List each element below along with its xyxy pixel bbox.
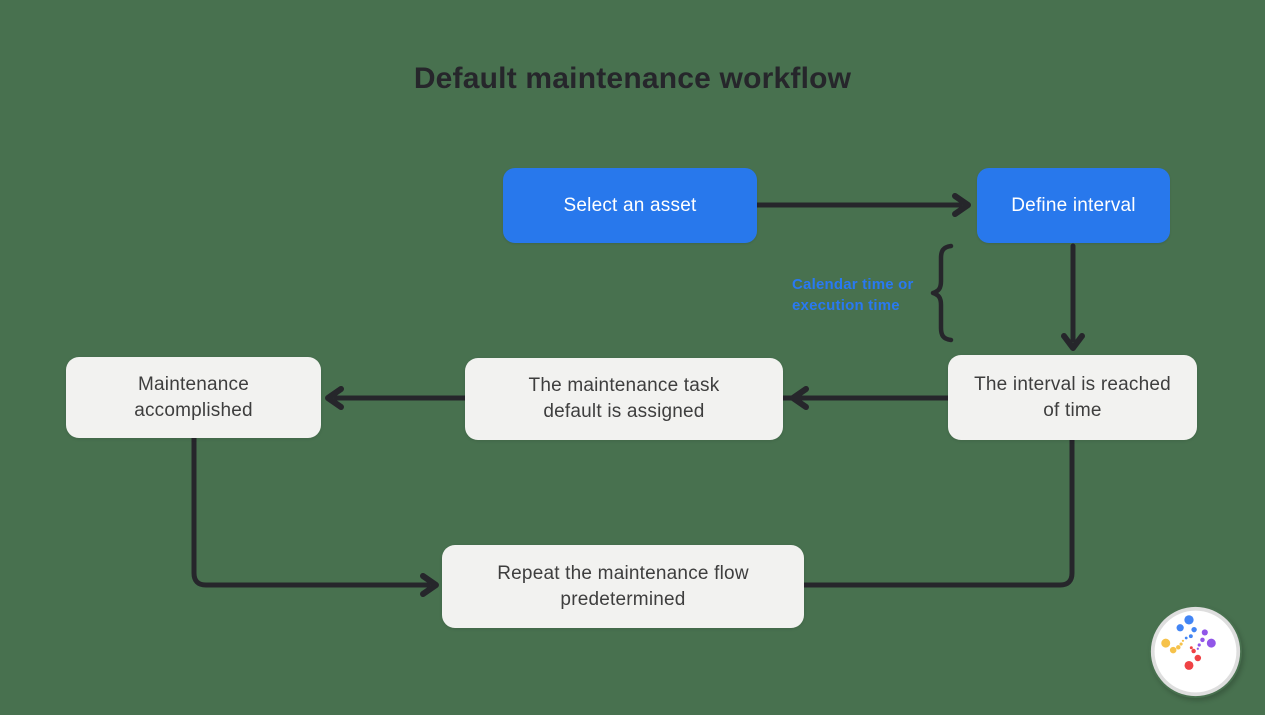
- node-select-asset: Select an asset: [503, 168, 757, 243]
- line-interval-to-repeat: [801, 437, 1075, 588]
- logo-yellow-dots: [1161, 638, 1185, 654]
- arrowhead-left-icon: [790, 386, 809, 410]
- node-task-assigned: The maintenance task default is assigned: [465, 358, 783, 440]
- node-accomplished: Maintenance accomplished: [66, 357, 321, 438]
- arrowhead-left-icon: [325, 386, 344, 410]
- node-interval-reached: The interval is reached of time: [948, 355, 1197, 440]
- arrowhead-right-icon: [952, 193, 971, 217]
- logo-red-dots: [1184, 646, 1202, 670]
- arrow-accomplished-to-repeat: [191, 435, 431, 588]
- dotted-spiral-logo-icon: [1150, 606, 1241, 697]
- brand-logo: [1149, 605, 1242, 698]
- node-define-interval: Define interval: [977, 168, 1170, 243]
- arrowhead-right-icon: [420, 573, 439, 597]
- logo-purple-dots: [1196, 629, 1216, 650]
- diagram-title: Default maintenance workflow: [413, 62, 852, 95]
- curly-brace-icon: [930, 243, 954, 343]
- arrowhead-down-icon: [1061, 333, 1085, 351]
- interval-type-annotation: Calendar time or execution time: [792, 276, 914, 314]
- logo-blue-dots: [1176, 615, 1197, 640]
- node-repeat-flow: Repeat the maintenance flow predetermine…: [442, 545, 804, 628]
